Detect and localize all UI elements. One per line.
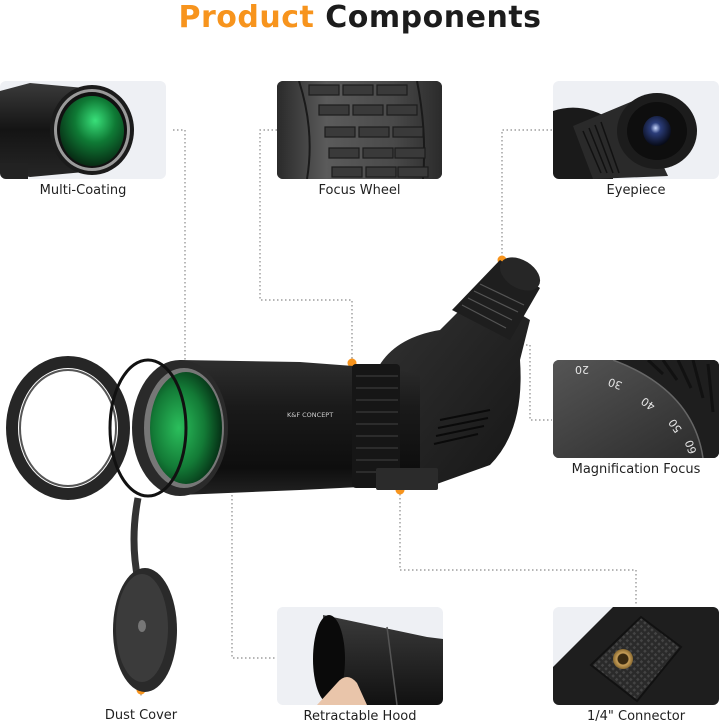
card-retractable-hood (277, 607, 443, 705)
eyepiece-image (553, 93, 697, 179)
multi-coating-image (0, 83, 134, 179)
label-connector: 1/4" Connector (586, 709, 686, 724)
label-dust-cover: Dust Cover (104, 708, 178, 723)
card-eyepiece (553, 81, 719, 179)
label-multi-coating: Multi-Coating (39, 183, 127, 198)
card-magnification-focus: 20 30 40 50 60 (553, 360, 719, 458)
magnification-image: 20 30 40 50 60 (553, 360, 719, 458)
spotting-scope-illustration: K&F CONCEPT (6, 257, 541, 692)
page-title: Product Components (0, 0, 720, 40)
connector-image (553, 607, 719, 705)
retractable-hood-image (313, 615, 443, 705)
brand-text: K&F CONCEPT (287, 411, 333, 419)
title-accent: Product (178, 0, 315, 35)
svg-text:30: 30 (606, 375, 624, 392)
label-focus-wheel: Focus Wheel (318, 183, 401, 198)
card-multi-coating (0, 81, 166, 179)
svg-text:60: 60 (683, 438, 700, 456)
card-connector (553, 607, 719, 705)
focus-wheel-image (277, 81, 442, 179)
label-magnification-focus: Magnification Focus (571, 462, 701, 477)
label-eyepiece: Eyepiece (606, 183, 666, 198)
label-retractable-hood: Retractable Hood (303, 709, 417, 724)
title-rest: Components (325, 0, 542, 35)
svg-text:20: 20 (575, 363, 589, 376)
card-focus-wheel (277, 81, 442, 179)
